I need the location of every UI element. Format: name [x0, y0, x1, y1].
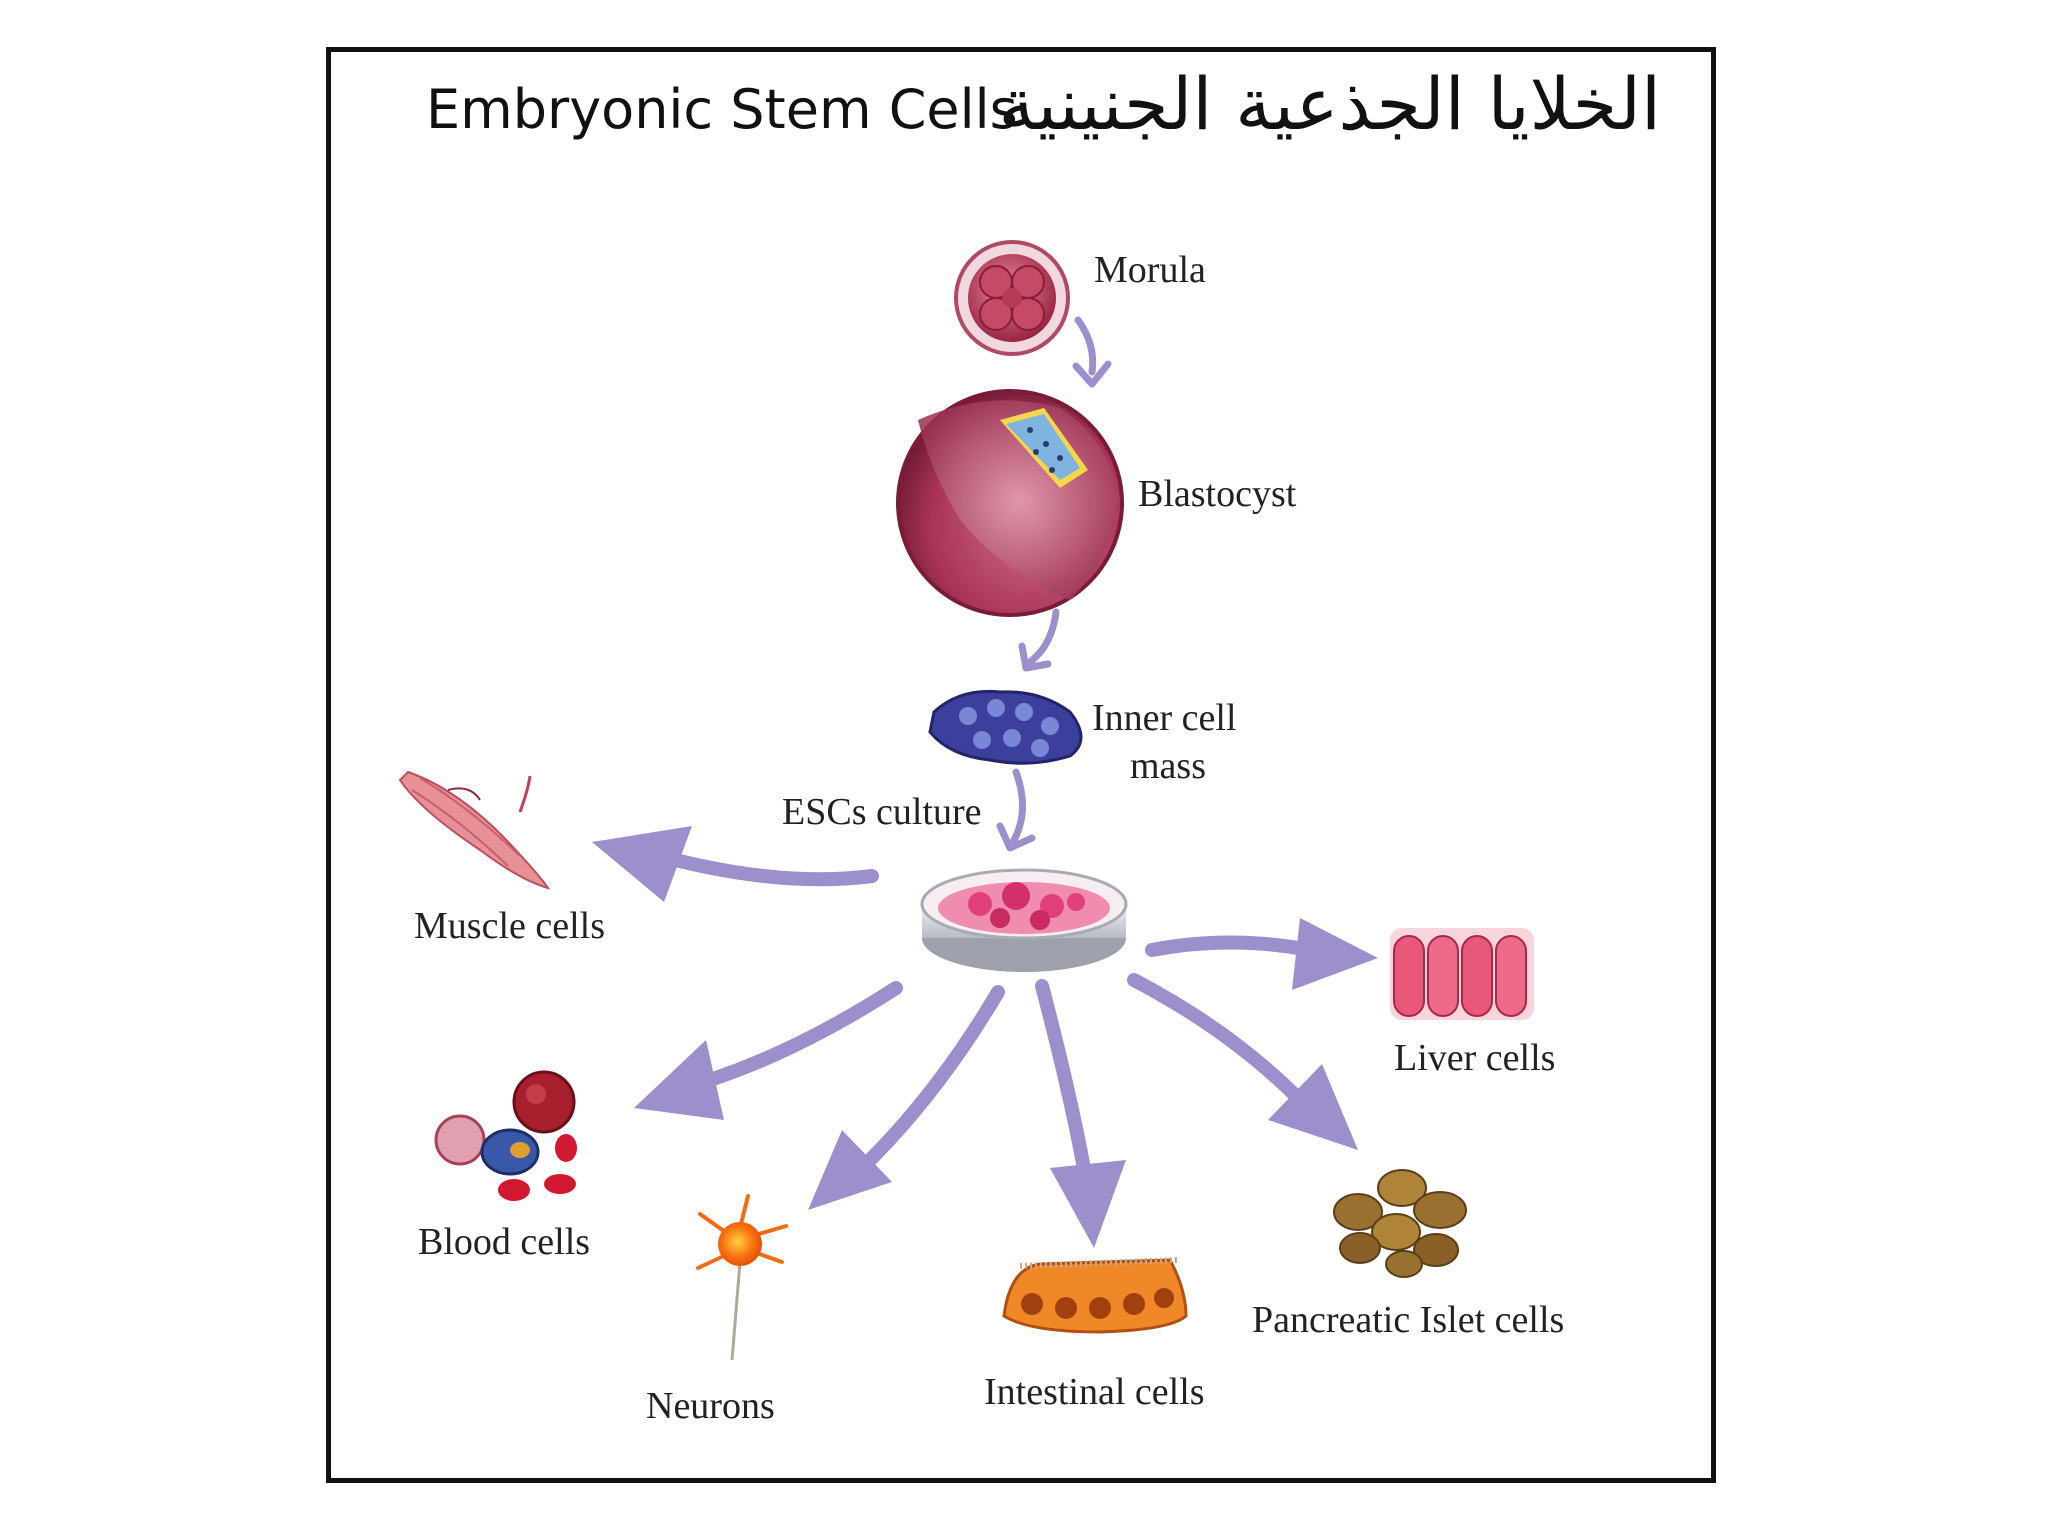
arrow-blastocyst-to-inner-cell-mass	[1018, 608, 1060, 672]
label-blood-cells: Blood cells	[418, 1221, 591, 1263]
label-inner-cell-mass-line2: mass	[1130, 745, 1206, 787]
label-escs-culture: ESCs culture	[782, 791, 982, 833]
arrow-to-muscle-cells	[592, 826, 879, 902]
title-arabic: الخلايا الجذعية الجنينية	[998, 62, 1661, 146]
blood-cells-illustration	[434, 1070, 577, 1201]
label-inner-cell-mass-line1: Inner cell	[1092, 697, 1237, 739]
label-intestinal-cells: Intestinal cells	[984, 1371, 1205, 1413]
petri-dish-illustration	[920, 868, 1128, 972]
label-pancreatic-islet-cells: Pancreatic Islet cells	[1252, 1299, 1565, 1341]
neuron-illustration	[696, 1194, 788, 1361]
blastocyst-illustration	[896, 389, 1124, 617]
arrow-to-neurons	[808, 985, 1005, 1210]
label-muscle-cells: Muscle cells	[414, 905, 606, 947]
arrow-to-pancreatic-islet-cells	[1127, 973, 1358, 1150]
inner-cell-mass-illustration	[928, 689, 1083, 765]
liver-cells-illustration	[1390, 928, 1534, 1020]
arrow-inner-cell-mass-to-culture	[996, 768, 1036, 852]
arrow-morula-to-blastocyst	[1072, 316, 1112, 388]
arrow-to-intestinal-cells	[1035, 979, 1126, 1248]
morula-illustration	[954, 240, 1070, 356]
arrow-to-blood-cells	[634, 981, 903, 1120]
intestinal-cells-illustration	[1002, 1257, 1188, 1334]
label-liver-cells: Liver cells	[1394, 1037, 1556, 1079]
pancreatic-islet-cells-illustration	[1333, 1169, 1467, 1278]
label-morula: Morula	[1094, 249, 1206, 291]
title-english: Embryonic Stem Cells	[426, 78, 1018, 141]
label-neurons: Neurons	[646, 1385, 775, 1427]
label-blastocyst: Blastocyst	[1138, 473, 1297, 515]
arrow-to-liver-cells	[1145, 918, 1378, 990]
muscle-cells-illustration	[398, 770, 551, 890]
